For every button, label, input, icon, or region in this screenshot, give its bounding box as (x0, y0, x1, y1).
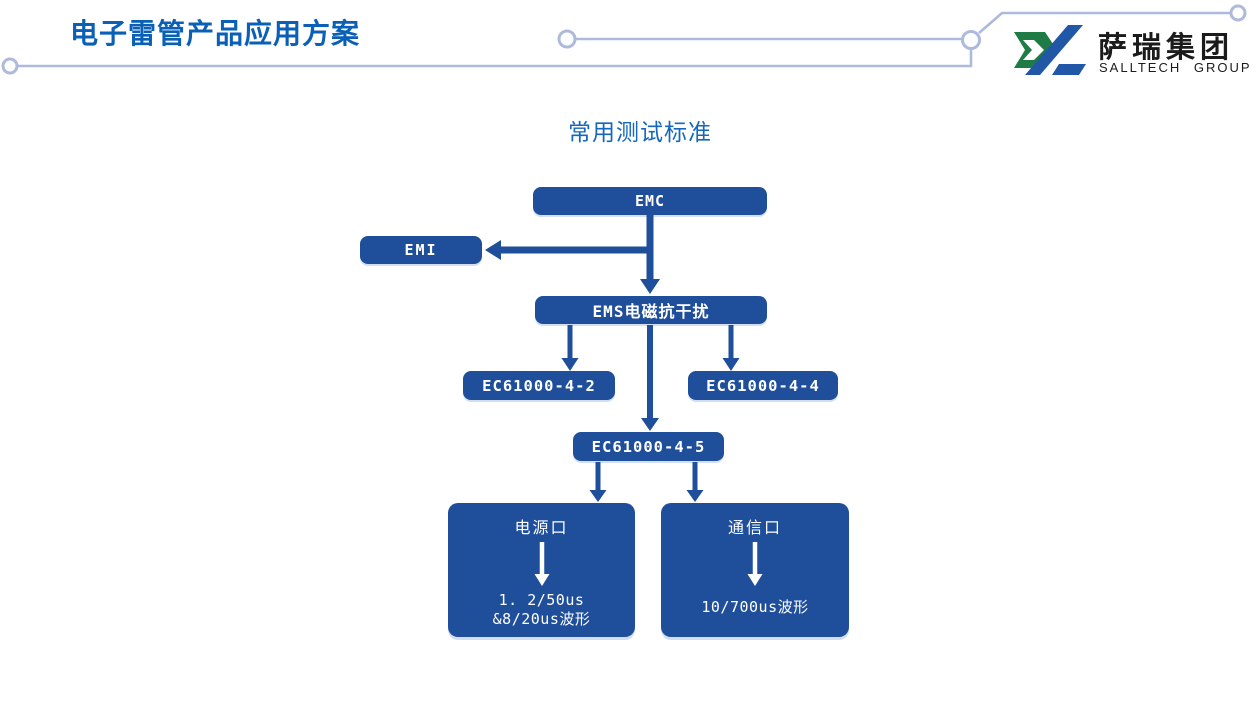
decoration-ring-corner (961, 30, 981, 50)
decoration-ring-left (1, 57, 19, 75)
company-logo: 萨瑞集团 SALLTECH GROUP (1014, 24, 1250, 80)
node-ec61000-4-2: EC61000-4-2 (463, 371, 615, 400)
decoration-ring-right (1229, 4, 1247, 22)
node-emc: EMC (533, 187, 767, 215)
arrowhead-4-5-to-power (589, 490, 607, 502)
arrowhead-ems-to-4-5 (641, 418, 659, 431)
node-ec61000-4-5: EC61000-4-5 (573, 432, 724, 461)
node-comm-port: 通信口 10/700us波形 (661, 503, 849, 637)
comm-port-title: 通信口 (727, 520, 782, 537)
section-title: 常用测试标准 (568, 119, 712, 145)
node-emi: EMI (360, 236, 482, 264)
arrowhead-ems-to-4-2 (561, 358, 579, 371)
power-port-wave-line2: &8/20us波形 (492, 610, 591, 628)
node-ec61000-4-4: EC61000-4-4 (688, 371, 838, 400)
arrowhead-emc-to-emi (485, 240, 501, 260)
node-ems: EMS电磁抗干扰 (535, 296, 767, 324)
logo-company-name: 萨瑞集团 (1098, 32, 1235, 64)
arrowhead-ems-to-4-4 (722, 358, 740, 371)
comm-port-wave-line: 10/700us波形 (701, 598, 809, 616)
arrowhead-4-5-to-comm (686, 490, 704, 502)
logo-company-name-en: SALLTECH GROUP (1099, 60, 1252, 75)
power-port-wave-line1: 1. 2/50us (498, 591, 585, 609)
node-power-port: 电源口 1. 2/50us &8/20us波形 (448, 503, 635, 637)
logo-mark-icon (1014, 25, 1086, 75)
page-title: 电子雷管产品应用方案 (70, 18, 361, 49)
arrowhead-emc-to-ems (640, 279, 660, 294)
power-port-title: 电源口 (514, 520, 569, 537)
decoration-ring-mid (557, 29, 577, 49)
down-arrow-icon (534, 542, 549, 586)
down-arrow-icon (747, 542, 763, 586)
